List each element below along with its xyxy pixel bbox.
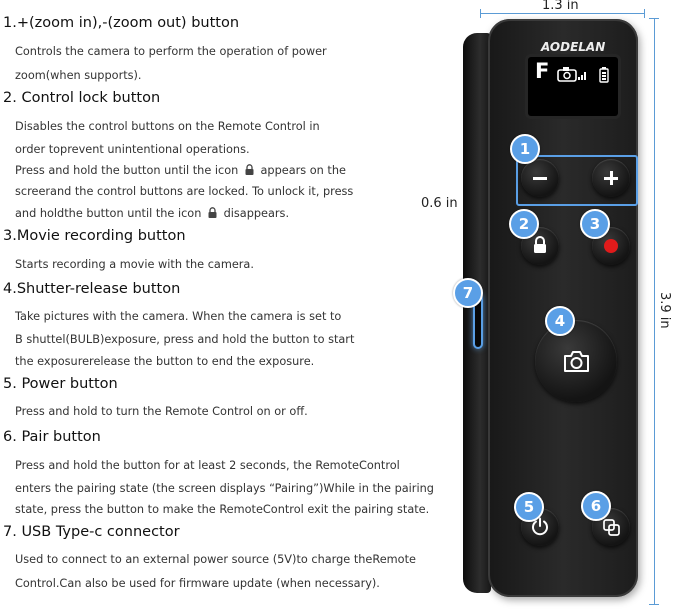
zoom-button-group-outline	[516, 155, 638, 206]
feature-1-desc-line-1: Controls the camera to perform the opera…	[15, 45, 327, 58]
feature-1-heading: 1.+(zoom in),-(zoom out) button	[3, 15, 240, 31]
callout-6: 6	[581, 491, 611, 521]
feature-4-heading: 4.Shutter-release button	[3, 281, 181, 297]
power-icon	[531, 517, 549, 540]
height-dimension-tick-top	[649, 18, 659, 19]
callout-1: 1	[510, 134, 540, 164]
unlock-text-before: and holdthe button until the icon	[15, 207, 202, 220]
feature-6-desc-line-2: enters the pairing state (the screen dis…	[15, 482, 434, 495]
feature-4-desc-line-2: B shuttel(BULB)exposure, press and hold …	[15, 333, 355, 346]
screen-letter: F	[535, 59, 550, 83]
feature-2-desc-line-1: Disables the control buttons on the Remo…	[15, 120, 320, 133]
width-dimension-tick-right	[644, 9, 645, 18]
callout-2: 2	[509, 209, 539, 239]
lock-text-after: appears on the	[260, 164, 346, 177]
lock-text-before: Press and hold the button until the icon	[15, 164, 239, 177]
battery-icon	[599, 67, 609, 87]
width-dimension-line	[480, 13, 645, 14]
feature-6-desc-line-1: Press and hold the button for at least 2…	[15, 459, 400, 472]
minus-icon	[533, 177, 547, 180]
pair-icon	[603, 519, 620, 540]
feature-5-desc-line-1: Press and hold to turn the Remote Contro…	[15, 405, 308, 418]
unlock-text-after: disappears.	[223, 207, 290, 220]
feature-7-heading: 7. USB Type-c connector	[3, 524, 180, 540]
callout-3: 3	[580, 209, 610, 239]
brand-label: AODELAN	[541, 40, 606, 54]
height-dimension-tick-bottom	[649, 604, 659, 605]
plus-icon-vertical	[609, 171, 613, 185]
callout-4: 4	[545, 306, 575, 336]
zoom-in-button[interactable]	[592, 159, 630, 197]
shutter-release-button[interactable]	[535, 320, 617, 402]
feature-2-desc-line-4: screerand the control buttons are locked…	[15, 185, 354, 198]
feature-2-desc-line-3: Press and hold the button until the icon…	[15, 164, 346, 178]
feature-4-desc-line-3: the exposurerelease the button to end th…	[15, 355, 315, 368]
feature-2-desc-line-5: and holdthe button until the icon disapp…	[15, 207, 289, 221]
feature-3-desc-line-1: Starts recording a movie with the camera…	[15, 258, 254, 271]
camera-icon	[563, 349, 590, 377]
height-dimension-line	[654, 18, 655, 604]
feature-2-desc-line-2: order toprevent unintentional operations…	[15, 143, 250, 156]
feature-7-desc-line-1: Used to connect to an external power sou…	[15, 553, 416, 566]
zoom-out-button[interactable]	[521, 159, 559, 197]
feature-2-heading: 2. Control lock button	[3, 90, 161, 106]
camera-icon	[557, 66, 577, 86]
feature-7-desc-line-2: Control.Can also be used for firmware up…	[15, 577, 380, 590]
record-icon	[604, 239, 618, 253]
lock-icon	[208, 207, 217, 221]
lock-icon	[533, 236, 547, 258]
callout-5: 5	[514, 492, 544, 522]
width-dimension-tick-left	[480, 9, 481, 18]
width-dimension-label: 1.3 in	[542, 0, 579, 13]
feature-6-heading: 6. Pair button	[3, 429, 101, 445]
feature-6-desc-line-3: state, press the button to make the Remo…	[15, 503, 430, 516]
feature-3-heading: 3.Movie recording button	[3, 228, 186, 244]
height-dimension-label: 3.9 in	[657, 292, 672, 329]
lock-icon	[245, 164, 254, 178]
feature-1-desc-line-2: zoom(when supports).	[15, 69, 142, 82]
callout-7: 7	[453, 278, 483, 308]
usb-c-port[interactable]	[475, 295, 481, 347]
feature-5-heading: 5. Power button	[3, 376, 118, 392]
feature-4-desc-line-1: Take pictures with the camera. When the …	[15, 310, 342, 323]
remote-screen: F	[528, 57, 618, 116]
signal-icon	[578, 65, 587, 84]
thickness-dimension-label: 0.6 in	[421, 196, 458, 211]
